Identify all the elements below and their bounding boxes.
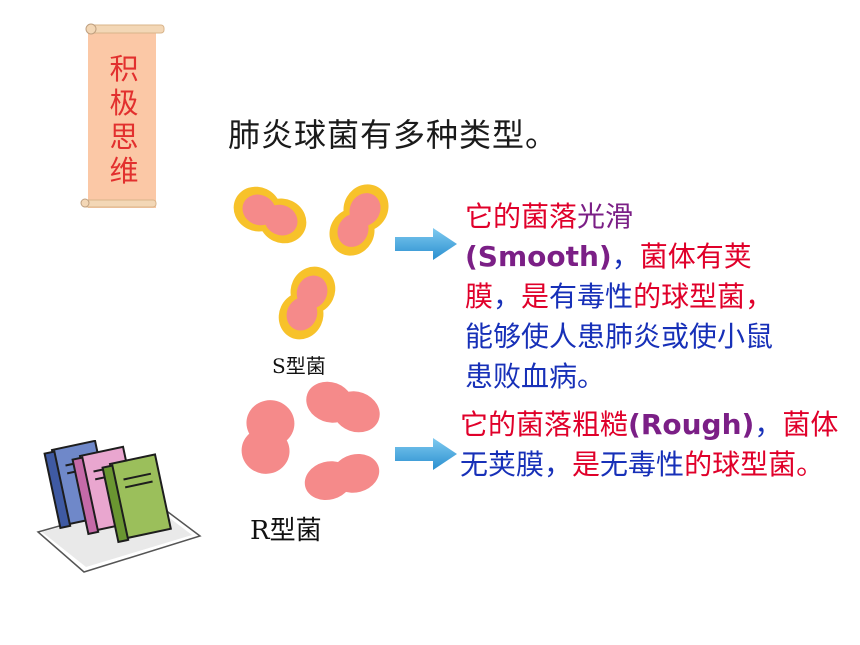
desc-text: 菌体有荚膜 [465, 240, 752, 313]
desc-text: 菌体 [782, 408, 839, 441]
arrow-right-icon [395, 228, 457, 260]
desc-text: ， [544, 448, 573, 481]
banner-title: 积 极 思 维 [101, 52, 147, 188]
desc-text: (Rough) [628, 408, 755, 441]
books-icon [36, 440, 202, 573]
r-strain-cell [241, 400, 295, 474]
desc-text: ， [754, 408, 783, 441]
desc-text: 是 [521, 280, 550, 313]
banner-char: 积 [109, 52, 139, 86]
desc-text: 它的菌落 [465, 200, 578, 233]
r-strain-description: 它的菌落粗糙(Rough)，菌体无荚膜，是无毒性的球型菌。 [460, 405, 840, 485]
scroll-banner [80, 23, 165, 208]
desc-text: 能够使人患肺炎或使小鼠患败血病。 [465, 320, 774, 393]
desc-text: 的球型菌。 [684, 448, 825, 481]
desc-text: 是 [572, 448, 601, 481]
r-strain-cell [304, 454, 380, 500]
slide-heading: 肺炎球菌有多种类型。 [228, 116, 559, 154]
desc-text: 光滑 [577, 200, 634, 233]
s-strain-cell [233, 186, 307, 244]
s-strain-label: S型菌 [272, 354, 326, 378]
banner-char: 思 [109, 120, 139, 154]
desc-text: 无毒性 [600, 448, 685, 481]
bacteria-illustration [233, 184, 389, 500]
desc-text: (Smooth) [465, 240, 612, 273]
r-strain-cell [306, 381, 380, 433]
desc-text: ， [493, 280, 522, 313]
desc-text: 有毒性 [549, 280, 634, 313]
desc-text: ， [611, 240, 640, 273]
banner-char: 维 [109, 154, 139, 188]
banner-char: 极 [109, 86, 139, 120]
s-strain-cell [329, 184, 389, 256]
desc-text: 它的菌落 [460, 408, 573, 441]
desc-text: 的球型菌， [633, 280, 774, 313]
arrow-right-icon [395, 438, 457, 470]
desc-text: 无荚膜 [460, 448, 545, 481]
s-strain-description: 它的菌落光滑(Smooth)，菌体有荚膜，是有毒性的球型菌，能够使人患肺炎或使小… [465, 197, 795, 397]
desc-text: 粗糙 [572, 408, 629, 441]
r-strain-label: R型菌 [250, 516, 322, 546]
s-strain-cell [278, 266, 336, 340]
